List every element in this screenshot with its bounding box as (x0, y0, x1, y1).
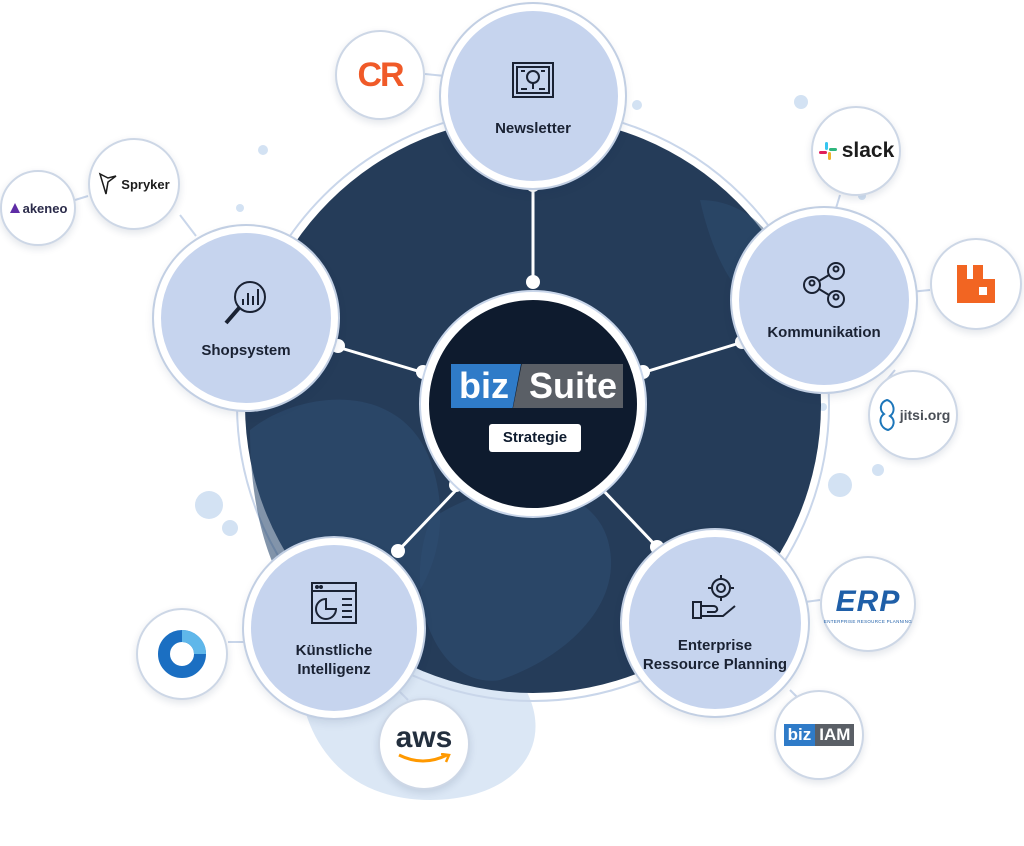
akeneo-logo-text: akeneo (22, 200, 68, 216)
biz-suite-logo-right: Suite (512, 364, 623, 408)
slack-logo-text: slack (841, 139, 895, 162)
biz-iam-logo: biz IAM (783, 724, 855, 746)
share-users-icon (803, 261, 845, 308)
logo-spryker[interactable]: Spryker (88, 138, 180, 230)
akeneo-icon (9, 203, 20, 213)
node-newsletter[interactable]: Newsletter (441, 4, 625, 188)
connectors (333, 185, 744, 554)
node-label: Enterprise Ressource Planning (642, 637, 788, 673)
node-label: Newsletter (495, 119, 571, 137)
spryker-icon (99, 172, 117, 195)
aws-smile-icon (398, 753, 451, 763)
spryker-logo-text: Spryker (121, 176, 170, 192)
node-kommunikation[interactable]: Kommunikation (732, 208, 916, 392)
jitsi-mascot-icon (879, 398, 895, 432)
erp-logo-text: ERP (835, 584, 901, 618)
gear-hand-icon (692, 575, 736, 619)
dashboard-window-icon (311, 582, 357, 624)
logo-akeneo[interactable]: akeneo (0, 170, 76, 246)
biz-iam-left: biz (783, 724, 816, 746)
biz-suite-logo: biz Suite (451, 364, 623, 408)
rabbitmq-icon (957, 265, 995, 303)
node-kuenstliche-intelligenz[interactable]: Künstliche Intelligenz (244, 538, 424, 718)
aws-logo-text: aws (395, 721, 453, 754)
logo-slack[interactable]: slack (811, 106, 901, 196)
jitsi-logo-text: jitsi.org (899, 407, 951, 423)
slack-hash-icon (818, 142, 837, 160)
logo-biz-iam[interactable]: biz IAM (774, 690, 864, 780)
logo-cr[interactable]: CR (335, 30, 425, 120)
newspaper-icon (512, 61, 554, 98)
decorative-dots (195, 76, 884, 637)
logo-rabbitmq[interactable] (930, 238, 1022, 330)
node-label: Künstliche Intelligenz (295, 642, 373, 678)
cr-logo-text: CR (357, 55, 404, 94)
strategie-badge: Strategie (489, 424, 581, 452)
erp-logo-subtext: ENTERPRISE RESOURCE PLANNING (823, 618, 913, 624)
biz-suite-logo-left: biz (451, 364, 521, 408)
biz-suite-hub[interactable]: biz Suite Strategie (421, 292, 645, 516)
node-erp[interactable]: Enterprise Ressource Planning (622, 530, 808, 716)
node-shopsystem[interactable]: Shopsystem (154, 226, 338, 410)
logo-erp[interactable]: ERP ENTERPRISE RESOURCE PLANNING (820, 556, 916, 652)
logo-ring[interactable] (136, 608, 228, 700)
logo-jitsi[interactable]: jitsi.org (868, 370, 958, 460)
ring-logo-icon (158, 630, 206, 678)
magnifier-chart-icon (224, 280, 266, 324)
logo-aws[interactable]: aws (378, 698, 470, 790)
node-label: Kommunikation (767, 323, 881, 341)
node-label: Shopsystem (201, 341, 291, 359)
biz-iam-right: IAM (815, 724, 855, 746)
